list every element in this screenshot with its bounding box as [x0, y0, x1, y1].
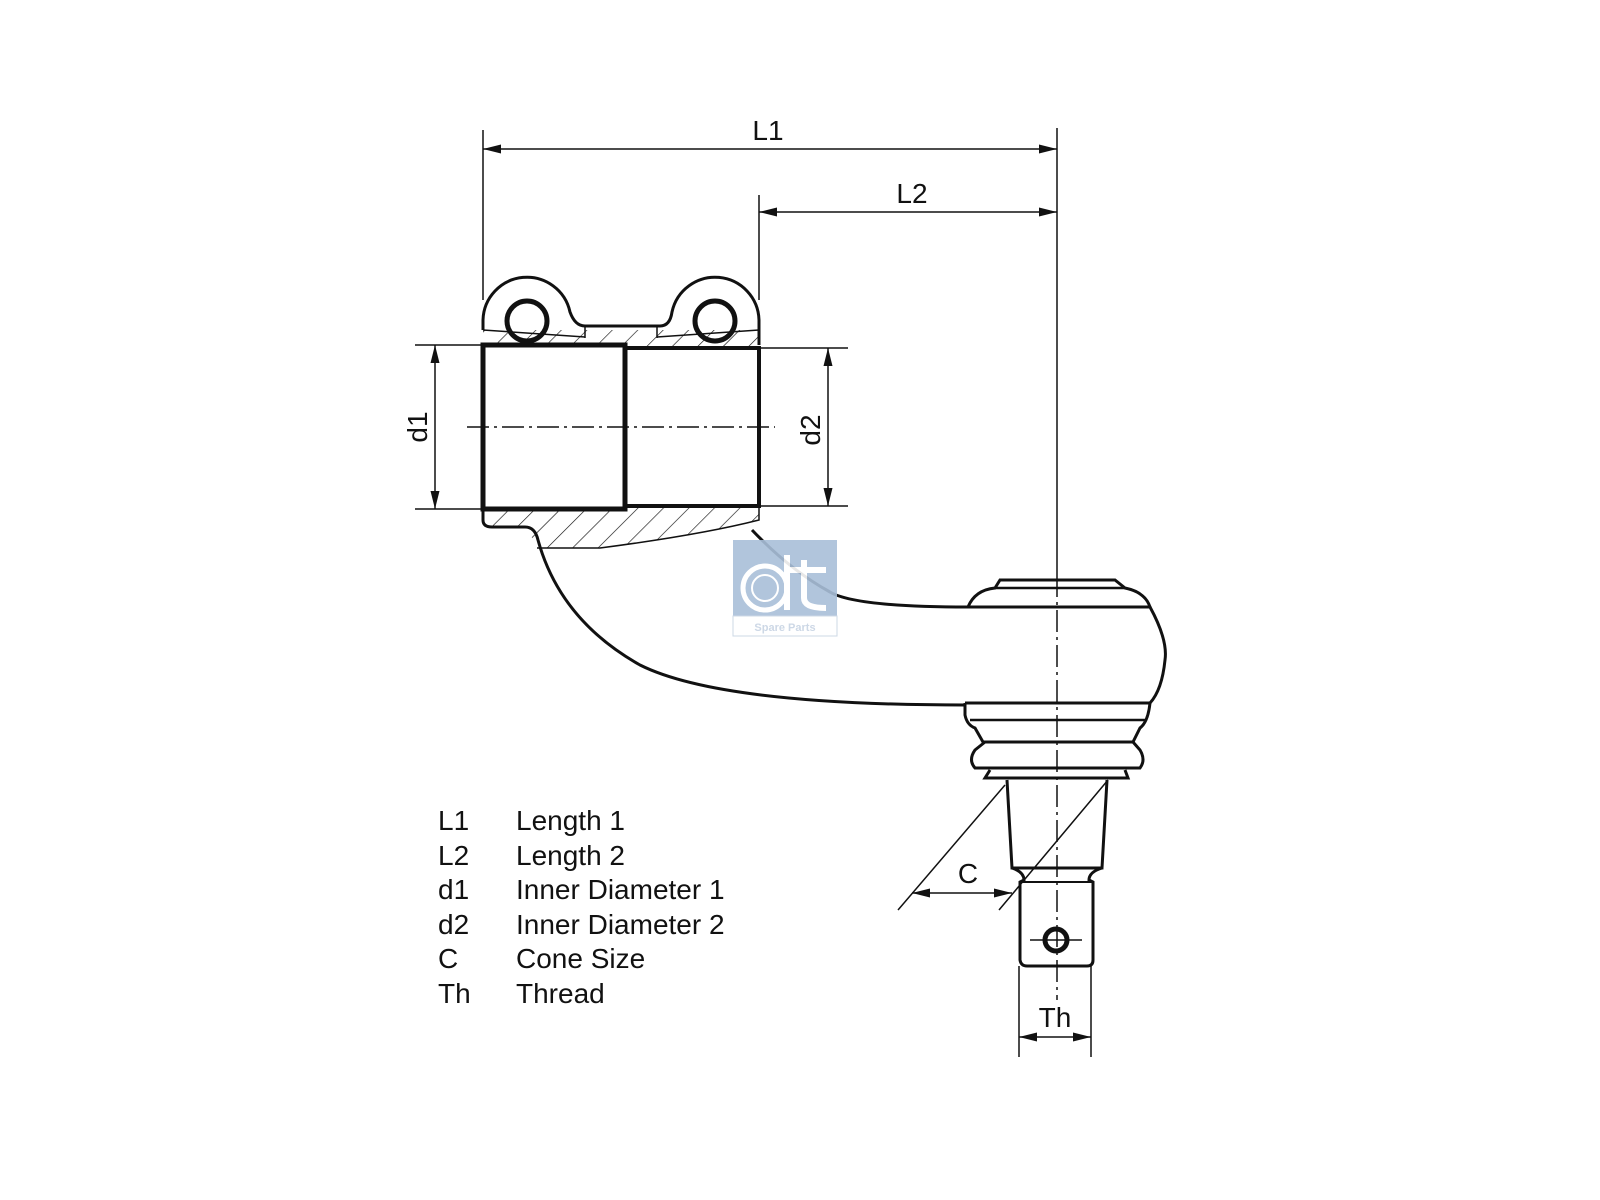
legend-symbol: d2 — [438, 908, 470, 940]
dimension-d2: d2 — [759, 347, 848, 507]
legend-row: Th Thread — [438, 977, 725, 1012]
legend-label: Inner Diameter 1 — [516, 874, 725, 906]
dimension-l2: L2 — [758, 178, 1057, 300]
legend-symbol: C — [438, 943, 459, 975]
legend-symbol: L1 — [438, 805, 470, 836]
dimension-c: C — [897, 779, 1109, 911]
dt-spare-parts-logo: Spare Parts — [732, 540, 838, 637]
legend-row: L2 Length 2 — [438, 839, 725, 874]
legend-label: Thread — [516, 977, 605, 1009]
ball-joint-housing — [963, 578, 1167, 780]
svg-text:Spare Parts: Spare Parts — [754, 622, 815, 634]
dimension-l1: L1 — [482, 115, 1058, 575]
legend-row: C Cone Size — [438, 942, 725, 977]
legend-label: Cone Size — [516, 943, 646, 975]
legend: L1 Length 1 L2 Length 2 d1 Inner Diameter 1… — [438, 804, 725, 1012]
legend-label: Length 1 — [516, 805, 625, 836]
legend-row: d2 Inner Diameter 2 — [438, 908, 725, 943]
legend-label: Length 2 — [516, 839, 625, 871]
dimension-label-l2: L2 — [896, 178, 927, 209]
bracket-ears — [481, 275, 761, 345]
legend-row: L1 Length 1 — [438, 804, 725, 839]
dimension-label-c: C — [958, 858, 978, 889]
dimension-label-th: Th — [1039, 1002, 1072, 1033]
legend-symbol: d1 — [438, 874, 470, 906]
dimension-label-d1: d1 — [402, 411, 433, 442]
legend-symbol: Th — [438, 977, 471, 1009]
legend-label: Inner Diameter 2 — [516, 908, 725, 940]
bushing-bores — [467, 342, 775, 512]
legend-row: d1 Inner Diameter 1 — [438, 873, 725, 908]
dimension-th: Th — [1018, 966, 1092, 1057]
dimension-label-d2: d2 — [795, 414, 826, 445]
dimension-d1: d1 — [402, 344, 483, 510]
dimension-label-l1: L1 — [752, 115, 783, 146]
legend-symbol: L2 — [438, 839, 470, 871]
